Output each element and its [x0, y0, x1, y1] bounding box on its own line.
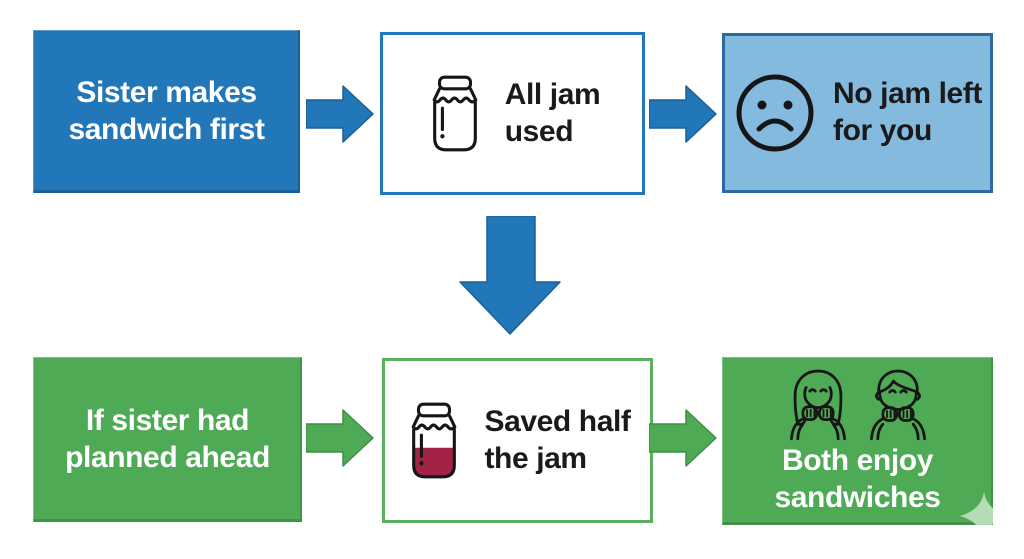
sparkle-icon — [960, 492, 993, 525]
box-sister-makes-sandwich-first: Sister makes sandwich first — [33, 30, 300, 193]
outcome-bottom-label: Both enjoy sandwiches — [774, 444, 941, 514]
man-eating-sandwich-icon — [869, 369, 926, 441]
down-arrow-icon — [459, 216, 561, 335]
empty-jam-jar-icon — [432, 75, 478, 151]
cause-top-label: Sister makes sandwich first — [68, 75, 265, 146]
sad-face-icon — [736, 74, 814, 152]
right-arrow-icon — [306, 409, 374, 467]
event-top-label: All jam used — [504, 77, 601, 148]
box-all-jam-used: All jam used — [380, 32, 645, 195]
right-arrow-icon — [306, 85, 374, 143]
box-saved-half-the-jam: Saved half the jam — [382, 358, 653, 523]
people-icons — [785, 367, 931, 441]
event-bottom-label: Saved half the jam — [484, 404, 631, 475]
right-arrow-icon — [649, 85, 717, 143]
outcome-top-label: No jam left for you — [833, 77, 982, 147]
box-if-sister-planned-ahead: If sister had planned ahead — [33, 357, 302, 522]
woman-eating-sandwich-icon — [789, 369, 846, 441]
right-arrow-icon — [649, 409, 717, 467]
cause-bottom-label: If sister had planned ahead — [65, 403, 270, 474]
half-full-jam-jar-icon — [412, 402, 457, 478]
box-no-jam-left: No jam left for you — [722, 33, 993, 193]
box-both-enjoy-sandwiches: Both enjoy sandwiches — [722, 357, 993, 525]
